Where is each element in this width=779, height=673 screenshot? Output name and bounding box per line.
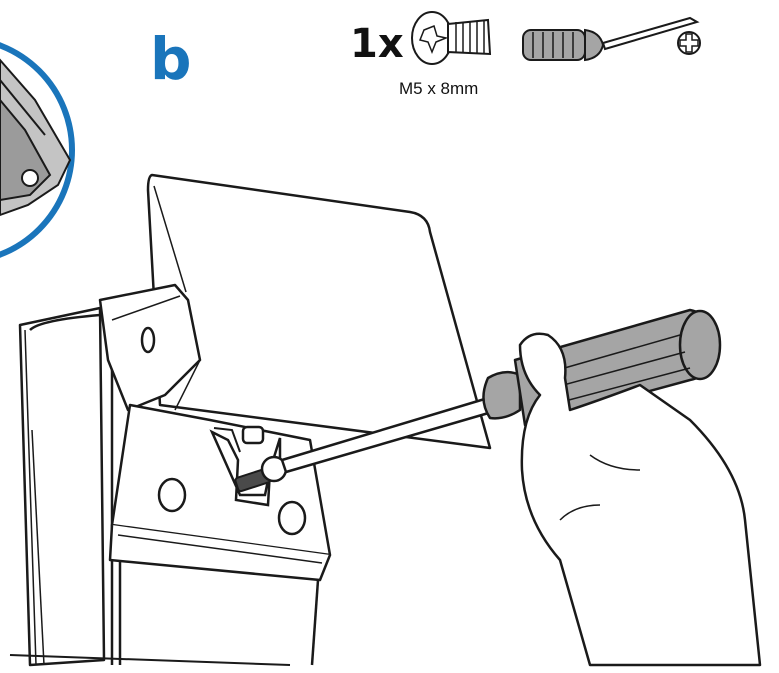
back-plate <box>146 173 492 450</box>
detail-zoom-circle <box>0 42 75 258</box>
screw <box>234 455 288 493</box>
step-letter: b <box>150 25 192 93</box>
screw-size-label: M5 x 8mm <box>399 79 479 98</box>
detail-bracket-closeup <box>0 58 72 217</box>
screwdriver-in-use <box>280 308 722 474</box>
quantity-label: 1x <box>350 21 404 67</box>
mounting-bracket <box>98 283 332 582</box>
phillips-cross-icon <box>677 31 701 55</box>
phillips-screw-icon <box>411 11 492 65</box>
stand-body <box>18 306 114 667</box>
stand-column <box>118 560 320 666</box>
floor-line <box>9 654 291 666</box>
hand <box>518 332 762 667</box>
bracket-hole-right <box>277 500 307 536</box>
bracket-hole-left <box>157 477 187 513</box>
phillips-screwdriver-icon <box>522 16 700 62</box>
